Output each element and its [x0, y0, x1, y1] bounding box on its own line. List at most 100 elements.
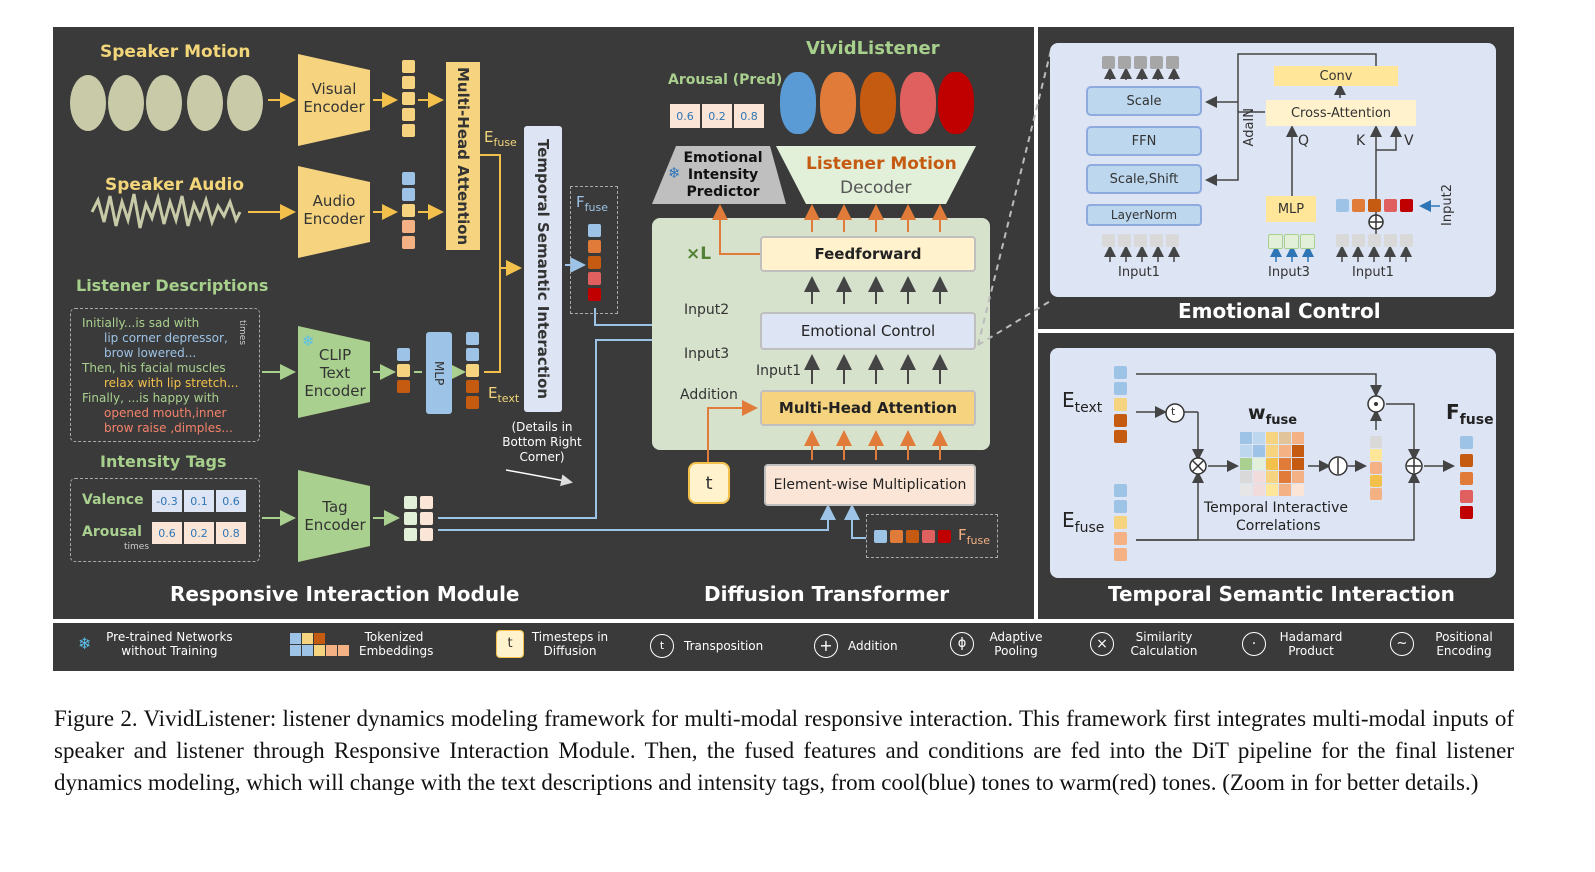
dit-f-fuse-token: [890, 530, 903, 543]
speaker-face-images: [70, 75, 263, 131]
ec-title: Emotional Control: [1178, 299, 1381, 323]
tsi-e-fuse-token: [1114, 532, 1127, 545]
tag-token: [420, 512, 433, 525]
speaker-motion-label: Speaker Motion: [100, 42, 251, 62]
tic-label-line1: Temporal Interactive: [1204, 500, 1348, 516]
dit-f-fuse-token: [922, 530, 935, 543]
dit-f-fuse-label: Ffuse: [958, 526, 990, 547]
v-label: V: [1404, 133, 1414, 149]
decoder-title-line2: Decoder: [840, 178, 912, 198]
f-fuse-label: Ffuse: [576, 193, 608, 214]
dit-f-fuse-group: [866, 514, 998, 558]
listener-face-image: [938, 72, 974, 134]
valence-value: -0.3: [152, 490, 182, 512]
w-fuse-label: wfuse: [1248, 402, 1298, 428]
ec-input2-token: [1368, 199, 1381, 212]
listener-face-image: [860, 72, 896, 134]
pooled-token: [1370, 488, 1382, 500]
tsi-e-text-token: [1114, 398, 1127, 411]
ec-input2-label: Input2: [1440, 184, 1455, 226]
tsi-block: Temporal Semantic Interaction: [524, 126, 562, 412]
elementwise-block: Element-wise Multiplication: [764, 464, 976, 506]
vividlistener-title: VividListener: [806, 38, 940, 59]
f-fuse-token: [588, 240, 601, 253]
f-fuse-group: [570, 186, 618, 314]
arousal-value: 0.8: [216, 522, 246, 544]
ec-conv-block: Conv: [1274, 66, 1398, 86]
mha-label: Multi-Head Attention: [454, 66, 472, 246]
tic-heatmap: [1240, 432, 1304, 496]
tsi-f-fuse-token: [1460, 436, 1473, 449]
snowflake-icon: ❄: [668, 164, 681, 182]
tsi-e-fuse-token: [1114, 484, 1127, 497]
f-fuse-token: [588, 288, 601, 301]
e-text-token: [466, 348, 479, 361]
k-label: K: [1356, 133, 1366, 149]
tsi-f-fuse-token: [1460, 506, 1473, 519]
ec-input1b-token: [1336, 234, 1349, 247]
pooled-token: [1370, 449, 1382, 461]
addition-icon: +: [814, 634, 838, 658]
legend-tokenized: Tokenized Embeddings: [290, 630, 433, 658]
pooled-token: [1370, 436, 1382, 448]
figure-caption: Figure 2. VividListener: listener dynami…: [54, 706, 1514, 795]
tag-token: [404, 528, 417, 541]
ec-input-token: [1102, 234, 1115, 247]
ec-input2-token: [1352, 199, 1365, 212]
ec-input1b-token: [1384, 234, 1397, 247]
e-text-token: [466, 364, 479, 377]
ec-input1b-token: [1400, 234, 1413, 247]
desc-line: brow raise ,dimples...: [104, 421, 233, 435]
dit-f-fuse-token: [938, 530, 951, 543]
arousal-value: 0.2: [184, 522, 214, 544]
visual-token: [402, 108, 415, 121]
desc-line: Then, his facial muscles: [82, 361, 226, 375]
tsi-f-fuse-token: [1460, 454, 1473, 467]
visual-token: [402, 124, 415, 137]
ec-input3-token: [1300, 234, 1315, 249]
audio-encoder-label: Audio Encoder: [303, 192, 365, 228]
input3-label: Input3: [684, 346, 730, 362]
snowflake-icon: ❄: [302, 332, 315, 350]
e-text-token: [466, 380, 479, 393]
tsi-title: Temporal Semantic Interaction: [1108, 582, 1455, 606]
ec-ffn-block: FFN: [1086, 126, 1202, 156]
f-fuse-token: [588, 256, 601, 269]
tag-token: [420, 528, 433, 541]
listener-face-image: [900, 72, 936, 134]
tag-token: [420, 496, 433, 509]
emotional-control-block: Emotional Control: [760, 312, 976, 350]
desc-line: brow lowered...: [104, 346, 197, 360]
dit-f-fuse-token: [906, 530, 919, 543]
xl-label: ×L: [686, 244, 712, 264]
legend-pretrained: ❄ Pre-trained Networks without Training: [78, 630, 233, 658]
ec-input3-token: [1284, 234, 1299, 249]
clip-encoder-label: CLIP Text Encoder: [304, 346, 366, 400]
arousal-value: 0.6: [152, 522, 182, 544]
mlp-label: MLP: [432, 360, 446, 386]
details-note: (Details in Bottom Right Corner): [502, 420, 582, 464]
speaker-audio-label: Speaker Audio: [105, 175, 245, 195]
timestep-icon: t: [496, 630, 524, 658]
tsi-label: Temporal Semantic Interaction: [534, 138, 552, 400]
tsi-f-fuse-token: [1460, 490, 1473, 503]
tag-encoder-shape: [298, 470, 370, 562]
clip-token: [397, 364, 410, 377]
desc-line: relax with lip stretch...: [104, 376, 239, 390]
snowflake-icon: ❄: [78, 634, 92, 653]
descriptions-box: [70, 308, 260, 442]
f-fuse-token: [588, 224, 601, 237]
tsi-e-fuse-token: [1114, 516, 1127, 529]
visual-token: [402, 60, 415, 73]
ec-input3-token: [1268, 234, 1283, 249]
legend-timesteps: t Timesteps in Diffusion: [496, 630, 610, 658]
times-label: times: [237, 320, 247, 346]
ec-input1b-token: [1368, 234, 1381, 247]
valence-label: Valence: [82, 492, 144, 508]
ec-output-token: [1134, 56, 1147, 69]
ec-output-token: [1102, 56, 1115, 69]
ec-input3-label: Input3: [1268, 265, 1310, 280]
audio-token: [402, 236, 415, 249]
eip-label: Emotional Intensity Predictor: [683, 149, 763, 200]
tsi-f-fuse-label: Ffuse: [1446, 400, 1494, 428]
